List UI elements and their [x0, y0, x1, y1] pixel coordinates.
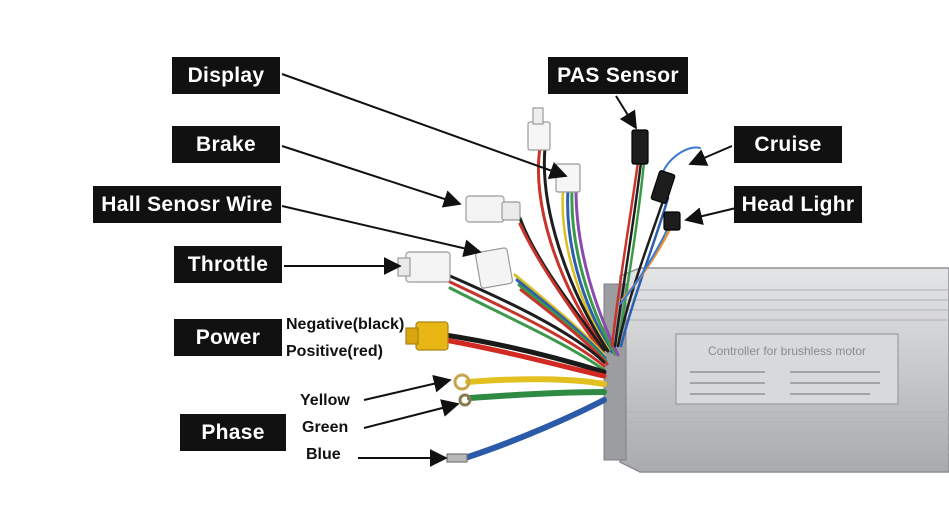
label-head-light: Head Lighr [734, 186, 862, 223]
phase-green: Green [302, 419, 349, 436]
brake-arrow [281, 145, 462, 208]
negative-note: Negative(black) [286, 316, 405, 333]
positive-note: Positive(red) [286, 343, 383, 360]
phase-yellow: Yellow [300, 392, 350, 409]
yellow-ring-terminal [453, 373, 471, 391]
label-throttle: Throttle [174, 246, 282, 283]
blue-spade-terminal [446, 453, 468, 463]
label-pas-sensor: PAS Sensor [548, 57, 688, 94]
cruise-arrow [688, 145, 733, 166]
green-arrow [363, 399, 460, 429]
label-display: Display [172, 57, 280, 94]
hall-arrow [281, 205, 482, 258]
plate-title: Controller for brushless motor [708, 344, 866, 358]
wire-bundle [442, 146, 701, 461]
cruise-connector [650, 170, 676, 204]
controller-housing [603, 267, 949, 473]
display-connector [555, 163, 581, 193]
headlight-arrow [684, 207, 737, 225]
xt60-connector [405, 321, 449, 351]
hall-connector [474, 247, 514, 289]
green-ring-terminal [458, 393, 472, 407]
label-hall-sensor-wire: Hall Senosr Wire [93, 186, 281, 223]
phase-blue: Blue [306, 446, 341, 463]
brake-connector [465, 195, 521, 223]
callout-arrows [281, 73, 737, 467]
pas-connector [631, 129, 649, 165]
label-power: Power [174, 319, 282, 356]
label-brake: Brake [172, 126, 280, 163]
connectors [397, 107, 681, 463]
pas-arrow [615, 95, 637, 130]
spec-plate [675, 333, 899, 405]
yellow-arrow [363, 374, 452, 401]
label-cruise: Cruise [734, 126, 842, 163]
throttle-connector [397, 251, 451, 283]
headlight-connector [663, 211, 681, 231]
top-connector [527, 107, 551, 151]
display-arrow [281, 73, 568, 179]
label-phase: Phase [180, 414, 286, 451]
